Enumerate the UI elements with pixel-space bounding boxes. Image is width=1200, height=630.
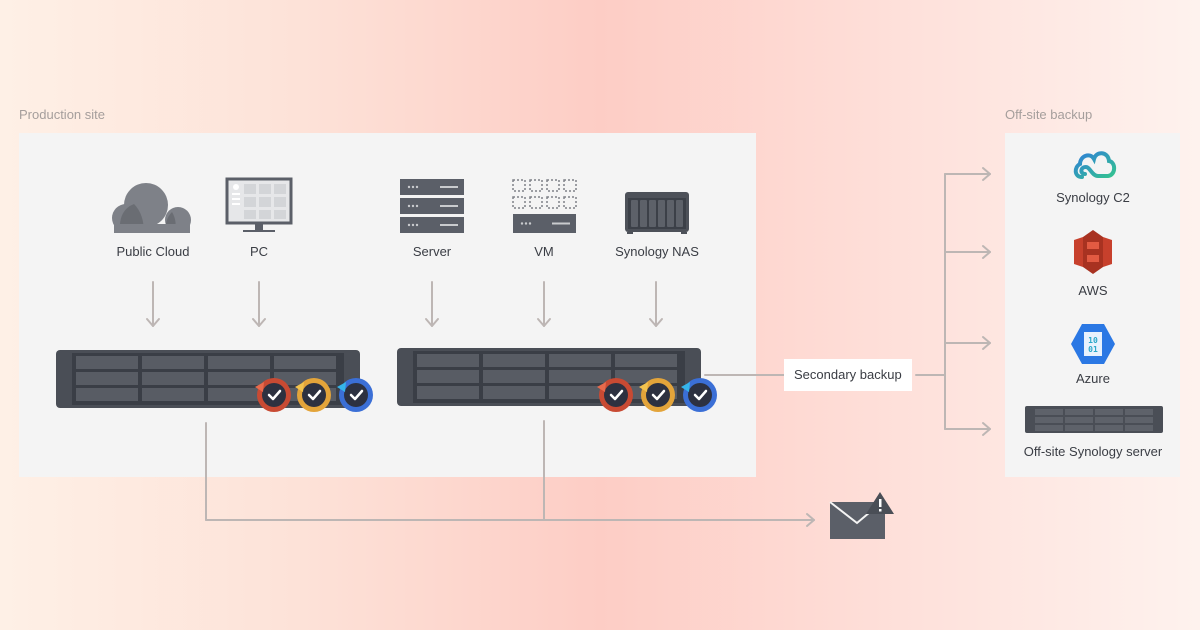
- virtual-machine-icon: [512, 179, 577, 233]
- destination-label-azure: Azure: [1076, 371, 1110, 386]
- source-label-pc: PC: [249, 244, 269, 259]
- primary-backup-server-1: [56, 349, 376, 415]
- primary-backup-server-2: [397, 347, 721, 415]
- source-label-vm: VM: [534, 244, 554, 259]
- source-label-server: Server: [412, 244, 452, 259]
- destination-offsite-synology-server: [1025, 406, 1163, 433]
- aws-s3-icon: [1074, 230, 1112, 274]
- source-public-cloud: [108, 180, 198, 236]
- source-vm: [511, 178, 577, 234]
- arrow-to-azure: [944, 336, 991, 350]
- arrow-public-cloud: [146, 281, 160, 327]
- yellow-restore-check-badge: [639, 378, 675, 412]
- source-label-public-cloud: Public Cloud: [116, 244, 190, 259]
- source-label-synology-nas: Synology NAS: [615, 244, 699, 259]
- blue-restore-check-badge: [337, 378, 373, 412]
- email-alert-icon: [829, 492, 894, 539]
- server-rack-icon: [400, 179, 464, 233]
- offsite-backup-label: Off-site backup: [1005, 107, 1093, 122]
- arrow-to-alert: [205, 513, 815, 527]
- email-alert: [829, 492, 896, 540]
- arrow-vm: [537, 281, 551, 327]
- rack-server-icon: [1025, 406, 1163, 433]
- svg-text:01: 01: [1088, 345, 1098, 354]
- rack-server-icon: [397, 348, 701, 406]
- destination-aws: [1074, 230, 1112, 274]
- svg-text:10: 10: [1088, 336, 1098, 345]
- synology-c2-icon: [1073, 151, 1117, 179]
- cloud-icon: [112, 183, 191, 233]
- source-synology-nas: [624, 190, 690, 234]
- arrow-nas: [649, 281, 663, 327]
- yellow-restore-check-badge: [295, 378, 331, 412]
- arrow-to-offsite-server: [944, 422, 991, 436]
- destination-azure: 10 01: [1071, 324, 1115, 364]
- destination-label-offsite-synology-server: Off-site Synology server: [1023, 444, 1163, 459]
- red-restore-check-badge: [255, 378, 291, 412]
- monitor-icon: [225, 177, 293, 232]
- arrow-to-c2: [944, 167, 991, 181]
- blue-restore-check-badge: [681, 378, 717, 412]
- secondary-backup-label: Secondary backup: [784, 359, 912, 391]
- arrow-pc: [252, 281, 266, 327]
- destination-label-aws: AWS: [1078, 283, 1108, 298]
- source-server: [400, 178, 466, 234]
- red-restore-check-badge: [597, 378, 633, 412]
- production-site-label: Production site: [19, 107, 105, 122]
- nas-icon: [625, 192, 689, 234]
- arrow-server: [425, 281, 439, 327]
- source-pc: [225, 177, 293, 234]
- arrow-to-aws: [944, 245, 991, 259]
- azure-blob-icon: 10 01: [1071, 324, 1115, 364]
- destination-synology-c2: [1072, 147, 1117, 181]
- destination-label-synology-c2: Synology C2: [1056, 190, 1130, 205]
